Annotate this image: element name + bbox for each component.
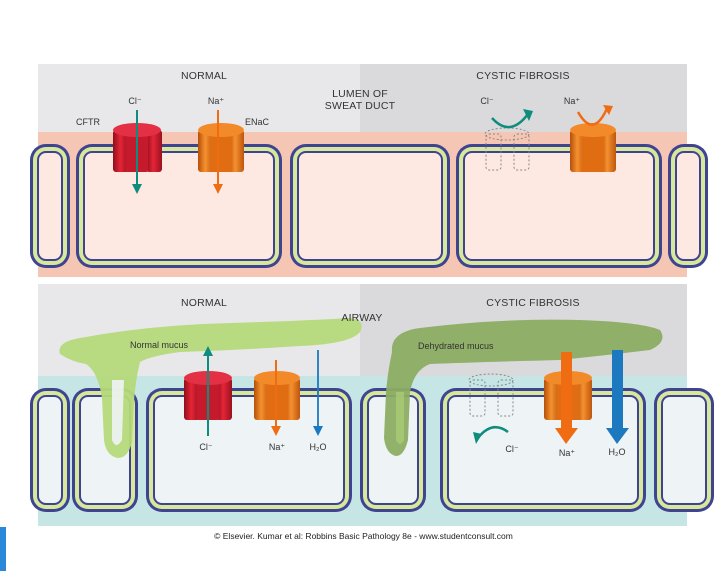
copyright-footer: © Elsevier. Kumar et al: Robbins Basic P… [214,531,513,541]
chloride-label-bottom-right: Cl⁻ [505,444,518,454]
dehydrated-mucus [384,319,663,456]
sodium-arrow-top-right [576,105,613,126]
water-arrow-bottom-left [313,350,323,436]
normal-mucus-label: Normal mucus [130,340,189,350]
epithelial-cell [290,144,450,268]
chloride-label-bottom-left: Cl⁻ [199,442,212,452]
epithelial-cell [668,144,708,268]
enac-label: ENaC [245,117,270,127]
cftr-label: CFTR [76,117,100,127]
top-right-heading: CYSTIC FIBROSIS [476,70,569,82]
epithelial-cell [654,388,714,512]
water-label-bottom-right: H₂O [609,447,626,457]
chloride-arrow-top-left [132,110,142,194]
chloride-recycle-arrow-bottom [473,425,509,444]
cftr-channel-missing-bottom [468,373,514,417]
sodium-label-bottom-right: Na⁺ [559,448,576,458]
enac-channel-cf-top [570,123,616,172]
chloride-label-top-left: Cl⁻ [128,96,141,106]
sweat-duct-cell-layer [30,144,708,268]
bottom-right-heading: CYSTIC FIBROSIS [486,297,579,309]
dehydrated-mucus-label: Dehydrated mucus [418,341,494,351]
epithelial-cell [456,144,662,268]
water-arrow-bottom-right [606,350,629,444]
sodium-arrow-bottom-left [271,360,281,436]
corner-accent [0,527,6,571]
bottom-center-heading: AIRWAY [341,312,382,324]
water-label-bottom-left: H₂O [310,442,327,452]
epithelial-cell [30,144,70,268]
sodium-label-bottom-left: Na⁺ [269,442,286,452]
normal-mucus [59,318,362,458]
top-center-heading-1: LUMEN OF [332,88,388,100]
top-left-heading: NORMAL [181,70,227,82]
epithelial-cell [30,388,70,512]
enac-channel-normal-top [198,123,244,172]
sodium-label-top-left: Na⁺ [208,96,225,106]
chloride-arrow-bottom-left [203,346,213,436]
epithelial-cell [76,144,282,268]
sodium-arrow-top-left [213,110,223,194]
chloride-recycle-arrow-top [491,109,533,129]
epithelial-cell [440,388,646,512]
bottom-left-heading: NORMAL [181,297,227,309]
cftr-channel-missing-top [484,127,530,171]
chloride-label-top-right: Cl⁻ [480,96,493,106]
sodium-label-top-right: Na⁺ [564,96,581,106]
top-center-heading-2: SWEAT DUCT [325,100,396,112]
sodium-arrow-bottom-right [555,352,578,444]
